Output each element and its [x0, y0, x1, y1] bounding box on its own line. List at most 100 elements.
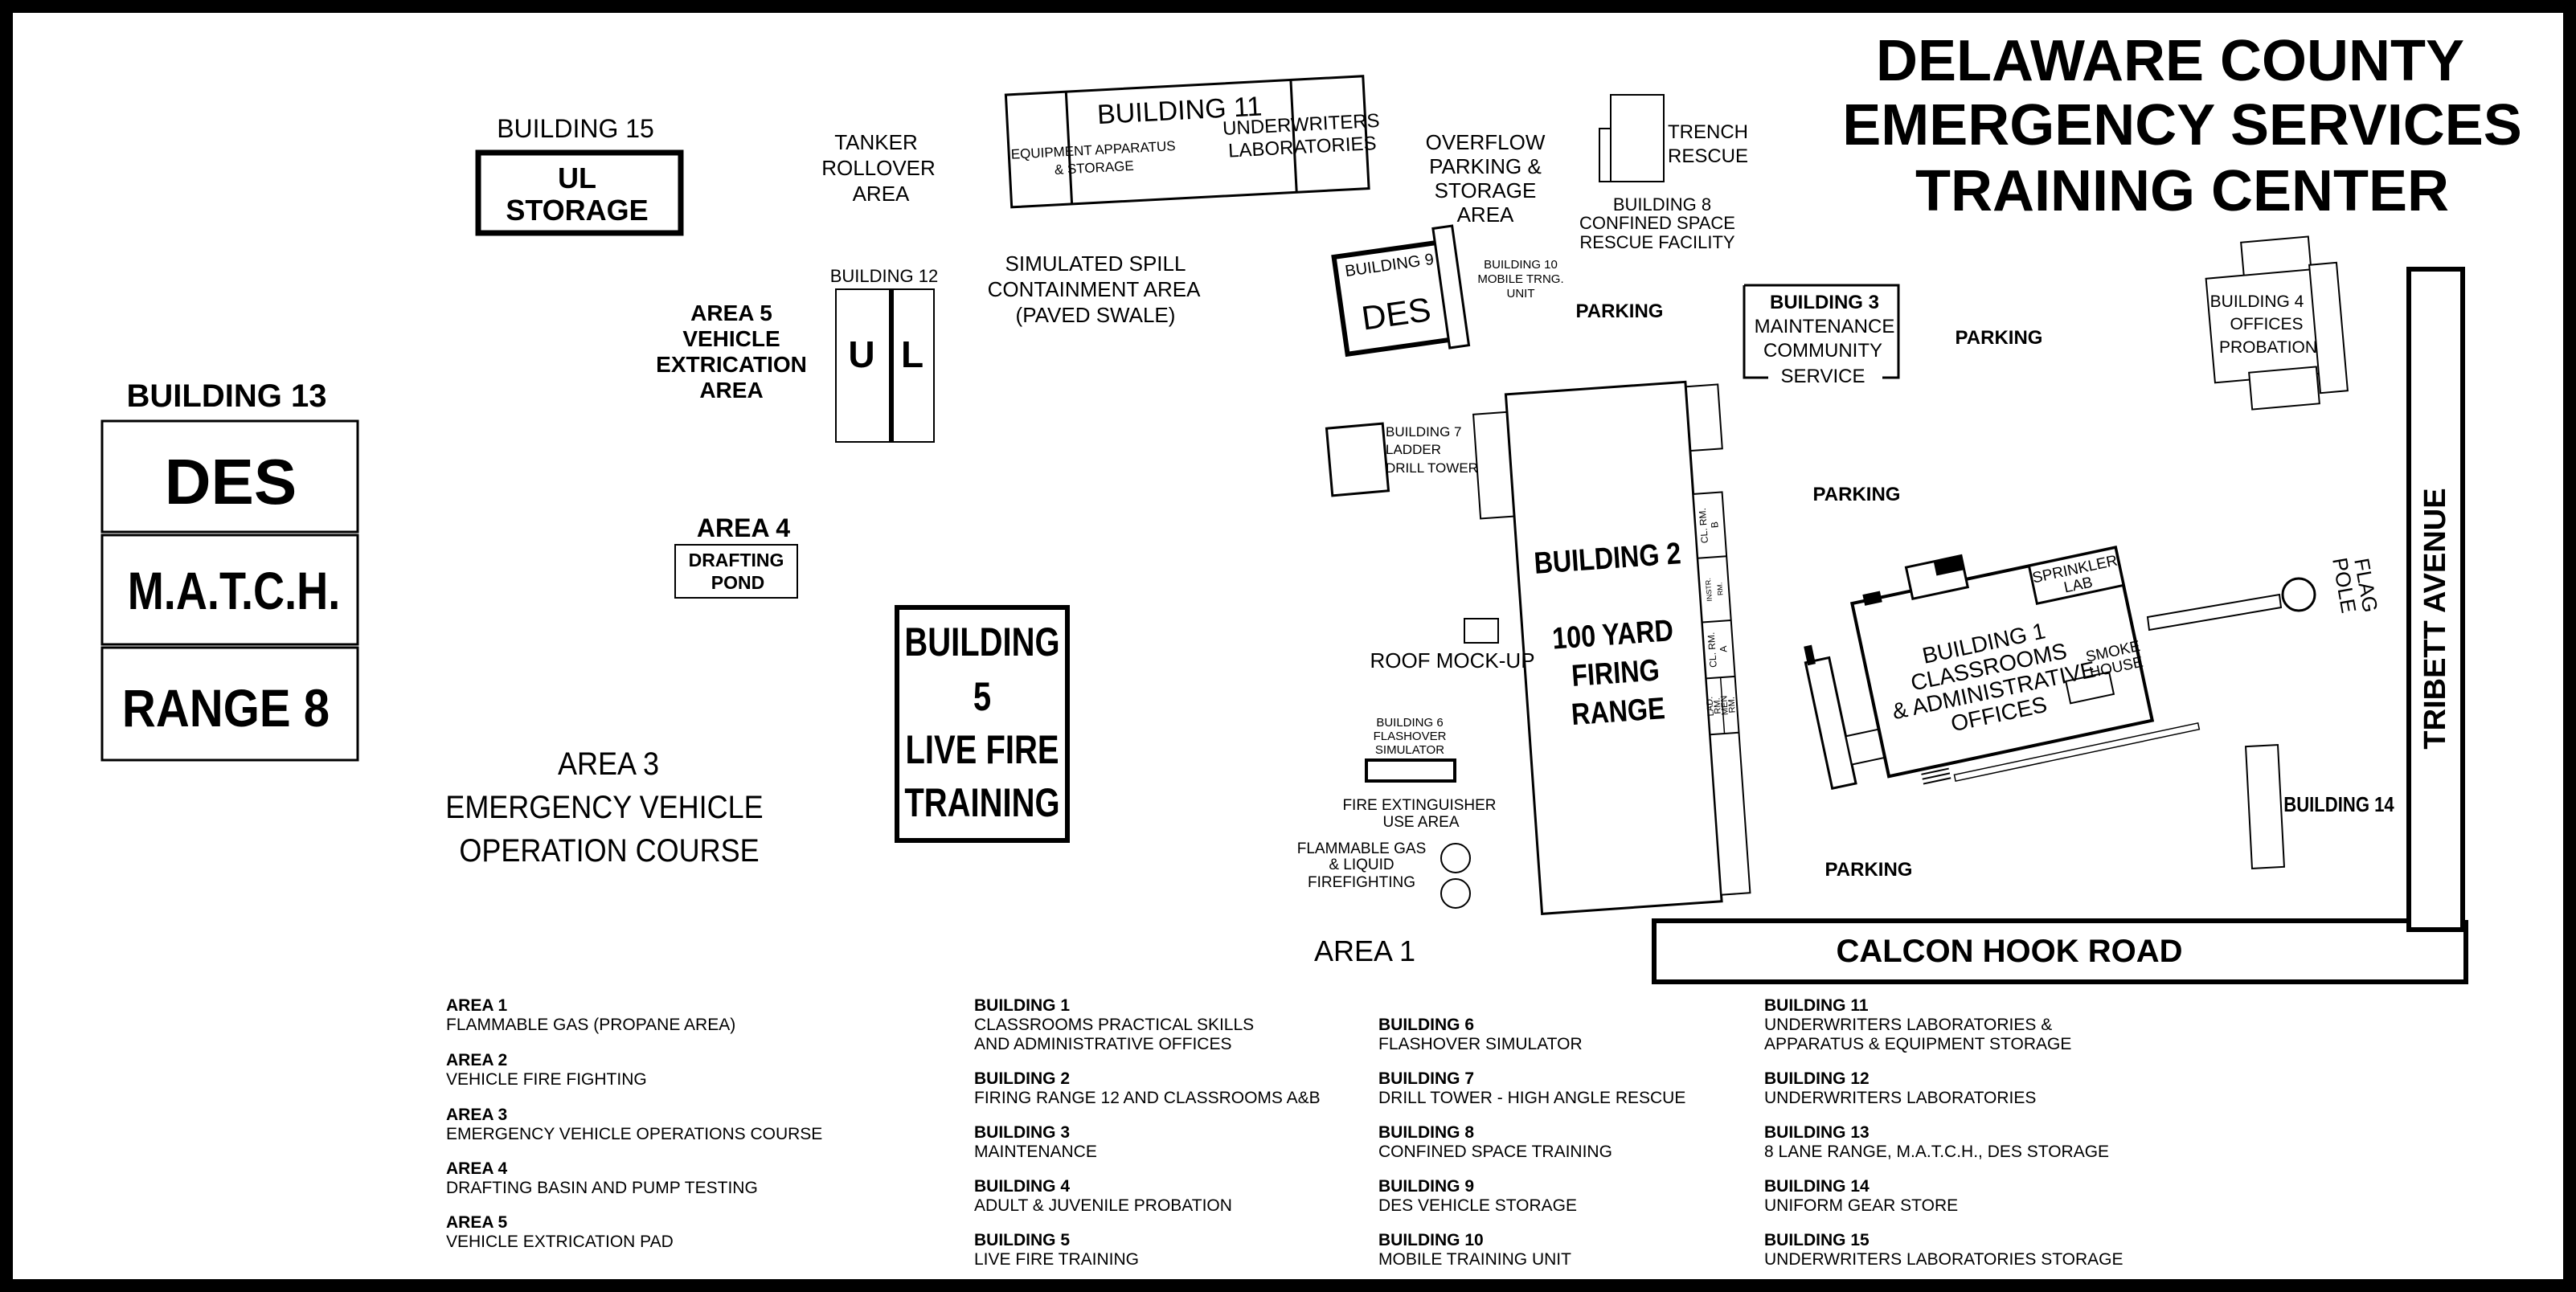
legend-desc: MOBILE TRAINING UNIT: [1378, 1250, 1571, 1269]
spill-line1: SIMULATED SPILL: [1005, 251, 1186, 276]
calcon-hook-road: [1652, 918, 2468, 984]
tanker-rollover-label: TANKER ROLLOVER AREA: [821, 130, 936, 206]
overflow-parking-label: OVERFLOW PARKING & STORAGE AREA: [1426, 130, 1546, 227]
building-13-label: BUILDING 13: [127, 378, 327, 414]
spill-containment-label: SIMULATED SPILL CONTAINMENT AREA (PAVED …: [988, 251, 1202, 327]
building-7-label: BUILDING 7 LADDER DRILL TOWER: [1386, 424, 1478, 476]
building-6-line2: FLASHOVER: [1374, 730, 1447, 743]
legend-desc: FLAMMABLE GAS (PROPANE AREA): [446, 1016, 736, 1034]
extinguisher-line1: FIRE EXTINGUISHER: [1342, 797, 1496, 814]
legend-desc: CLASSROOMS PRACTICAL SKILLS: [974, 1016, 1255, 1034]
legend-desc: 8 LANE RANGE, M.A.T.C.H., DES STORAGE: [1764, 1143, 2110, 1161]
cl-rm-b-line2: B: [1709, 521, 1721, 529]
legend-desc: DRILL TOWER - HIGH ANGLE RESCUE: [1378, 1089, 1686, 1107]
building-13-match: M.A.T.C.H.: [128, 561, 341, 620]
flag-pole-walkway: [2146, 593, 2283, 632]
building-8-label: BUILDING 8 CONFINED SPACE RESCUE FACILIT…: [1579, 194, 1735, 252]
tanker-line2: ROLLOVER: [821, 156, 936, 180]
overflow-line1: OVERFLOW: [1426, 130, 1546, 154]
building-2-line3: FIRING: [1571, 653, 1661, 693]
building-14-structure: [2244, 744, 2286, 869]
building-1-left-wing: [1804, 656, 1857, 791]
building-1-steps: [1920, 763, 1951, 785]
building-1-left-corner-top: [1804, 644, 1816, 666]
building-11: BUILDING 11 EQUIPMENT APPARATUS & STORAG…: [1004, 75, 1380, 209]
cl-rm-a-line1: CL. RM.: [1706, 632, 1719, 668]
spill-line3: (PAVED SWALE): [1016, 303, 1176, 327]
building-5-line4: TRAINING: [904, 780, 1059, 825]
legend-title: AREA 4: [446, 1159, 508, 1178]
legend-desc: UNDERWRITERS LABORATORIES STORAGE: [1764, 1250, 2123, 1269]
building-3-line3: COMMUNITY: [1763, 340, 1882, 362]
building-5-line2: 5: [973, 674, 991, 719]
area-5-line1: AREA 5: [690, 301, 772, 325]
building-3-line4: SERVICE: [1781, 366, 1865, 387]
legend-desc: MAINTENANCE: [974, 1143, 1097, 1161]
building-6-label: BUILDING 6 FLASHOVER SIMULATOR: [1374, 716, 1447, 757]
flammable-tank-2: [1440, 878, 1471, 909]
calcon-hook-road-label: CALCON HOOK ROAD: [1836, 934, 2182, 969]
area-5-label: AREA 5 VEHICLE EXTRICATION AREA: [656, 301, 807, 403]
building-6-simulator: [1365, 758, 1456, 783]
building-5-label: BUILDING 5 LIVE FIRE TRAINING: [904, 619, 1059, 825]
building-4-line3: PROBATION: [2219, 338, 2317, 357]
legend-desc: UNIFORM GEAR STORE: [1764, 1196, 1959, 1215]
building-10-line2: MOBILE TRNG.: [1477, 272, 1563, 286]
building-13-cell-range: [100, 646, 359, 762]
legend-desc: UNDERWRITERS LABORATORIES: [1764, 1089, 2037, 1107]
building-7-line1: BUILDING 7: [1386, 424, 1461, 440]
trench-rescue-line2: RESCUE: [1668, 145, 1748, 167]
map-title: DELAWARE COUNTY EMERGENCY SERVICES TRAIN…: [1842, 29, 2522, 223]
area-4-pond-box: [674, 544, 798, 599]
area-5-line3: EXTRICATION: [656, 352, 807, 377]
cl-rm-b-line1: CL. RM.: [1697, 508, 1710, 544]
legend-desc: ADULT & JUVENILE PROBATION: [974, 1196, 1232, 1215]
building-12-u: U: [848, 333, 874, 375]
building-2-annex-div2: [1702, 619, 1731, 624]
legend-desc: FIRING RANGE 12 AND CLASSROOMS A&B: [974, 1089, 1321, 1107]
legend-title: BUILDING 11: [1764, 996, 1869, 1015]
building-4-line1: BUILDING 4: [2210, 292, 2304, 311]
building-2-line2: 100 YARD: [1551, 614, 1674, 656]
building-5-line3: LIVE FIRE: [905, 727, 1059, 772]
building-15-box-line2: STORAGE: [506, 194, 648, 227]
building-4-side: [2308, 261, 2349, 395]
legend-desc: DRAFTING BASIN AND PUMP TESTING: [446, 1179, 758, 1197]
flammable-line3: FIREFIGHTING: [1308, 874, 1415, 891]
building-15-box-line1: UL: [558, 162, 596, 194]
building-3-line1: BUILDING 3: [1770, 292, 1879, 313]
building-10-line3: UNIT: [1507, 287, 1535, 301]
roof-mockup-label: ROOF MOCK-UP: [1370, 648, 1534, 673]
instr-rm-line2: RM.: [1715, 582, 1724, 595]
legend-title: AREA 2: [446, 1051, 508, 1069]
legend-title: BUILDING 9: [1378, 1177, 1475, 1196]
building-11-divider-right: [1289, 80, 1298, 193]
trench-rescue-line1: TRENCH: [1668, 121, 1748, 143]
legend-desc: EMERGENCY VEHICLE OPERATIONS COURSE: [446, 1125, 823, 1143]
legend-title: BUILDING 10: [1378, 1231, 1484, 1249]
building-3-label: BUILDING 3 MAINTENANCE COMMUNITY SERVICE: [1755, 292, 1895, 387]
legend-desc: UNDERWRITERS LABORATORIES &: [1764, 1016, 2053, 1034]
parking-label-2: PARKING: [1956, 327, 2043, 349]
legend-title: BUILDING 14: [1764, 1177, 1870, 1196]
tanker-line1: TANKER: [834, 130, 918, 154]
parking-label-3: PARKING: [1813, 484, 1901, 505]
men-rm-line1: MEN: [1719, 695, 1730, 715]
building-3-outline: [1743, 284, 1900, 379]
building-1-sprinkler-lab: [2027, 546, 2125, 606]
men-rm-line2: RM.: [1726, 697, 1737, 713]
building-11-outline: [1004, 75, 1370, 209]
